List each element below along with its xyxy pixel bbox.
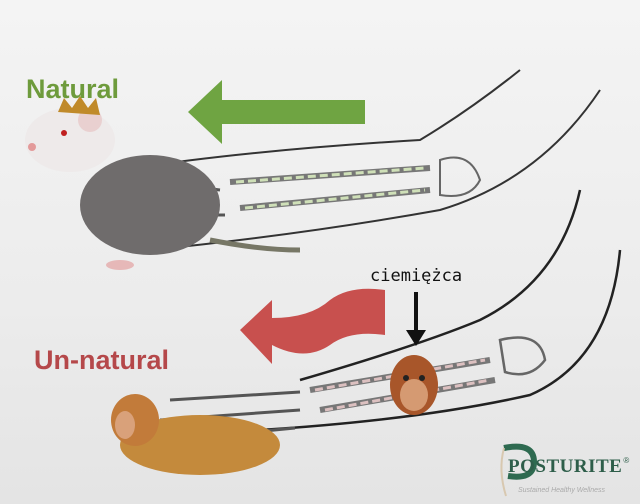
natural-arm (119, 69, 601, 251)
green-arrow-left (188, 80, 365, 144)
logo-trademark: ® (623, 456, 630, 465)
logo-p-mark (500, 443, 538, 497)
posturite-logo (494, 440, 634, 500)
logo-name: POSTURITE (508, 456, 623, 477)
pointer-arrow-down (406, 292, 426, 346)
unnatural-arm (159, 189, 622, 442)
unnatural-label: Un-natural (34, 345, 169, 375)
monkey-illustration (111, 394, 280, 475)
rat-illustration (25, 96, 301, 270)
natural-label: Natural (26, 74, 120, 104)
logo-wordmark: POSTURITE ® (508, 456, 629, 478)
oppressor-label: ciemiężca (370, 266, 463, 286)
monkey-face (390, 355, 438, 415)
red-twisted-arrow (240, 288, 385, 364)
logo-tagline: Sustained Healthy Wellness (518, 487, 606, 494)
